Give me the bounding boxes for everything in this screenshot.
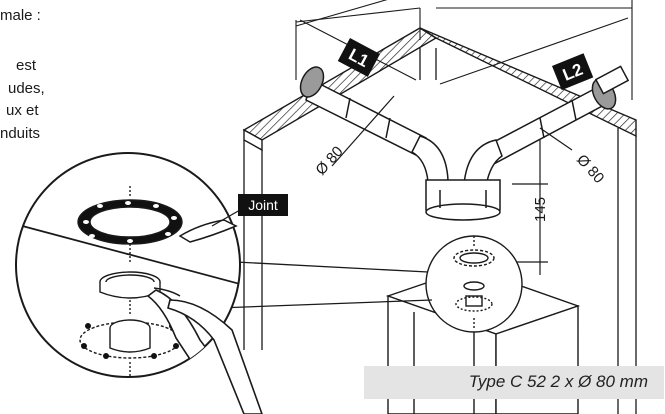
caption-text: Type C 52 2 x Ø 80 mm — [468, 372, 648, 391]
detail-circle-large — [15, 152, 263, 414]
l2-label: L2 — [552, 53, 594, 91]
text-fragment-2: est — [16, 57, 37, 74]
svg-text:Ø 80: Ø 80 — [573, 151, 607, 187]
text-fragment-4: ux et — [6, 102, 39, 119]
caption-box: Type C 52 2 x Ø 80 mm — [364, 366, 664, 399]
pipe-left — [299, 66, 427, 162]
text-fragment-1: male : — [0, 7, 41, 24]
l1-label: L1 — [337, 38, 381, 77]
leader-lines — [217, 261, 433, 309]
svg-text:Joint: Joint — [248, 197, 278, 213]
text-fragment-3: udes, — [8, 80, 45, 97]
text-fragment-5: nduits — [0, 125, 41, 142]
svg-text:Ø 80: Ø 80 — [312, 143, 346, 179]
joint-label: Joint — [211, 194, 288, 227]
elbows-adapter — [411, 135, 503, 221]
height-label: 145 — [532, 197, 549, 222]
diameter-right: Ø 80 — [539, 127, 607, 187]
detail-circle-small — [425, 235, 523, 333]
